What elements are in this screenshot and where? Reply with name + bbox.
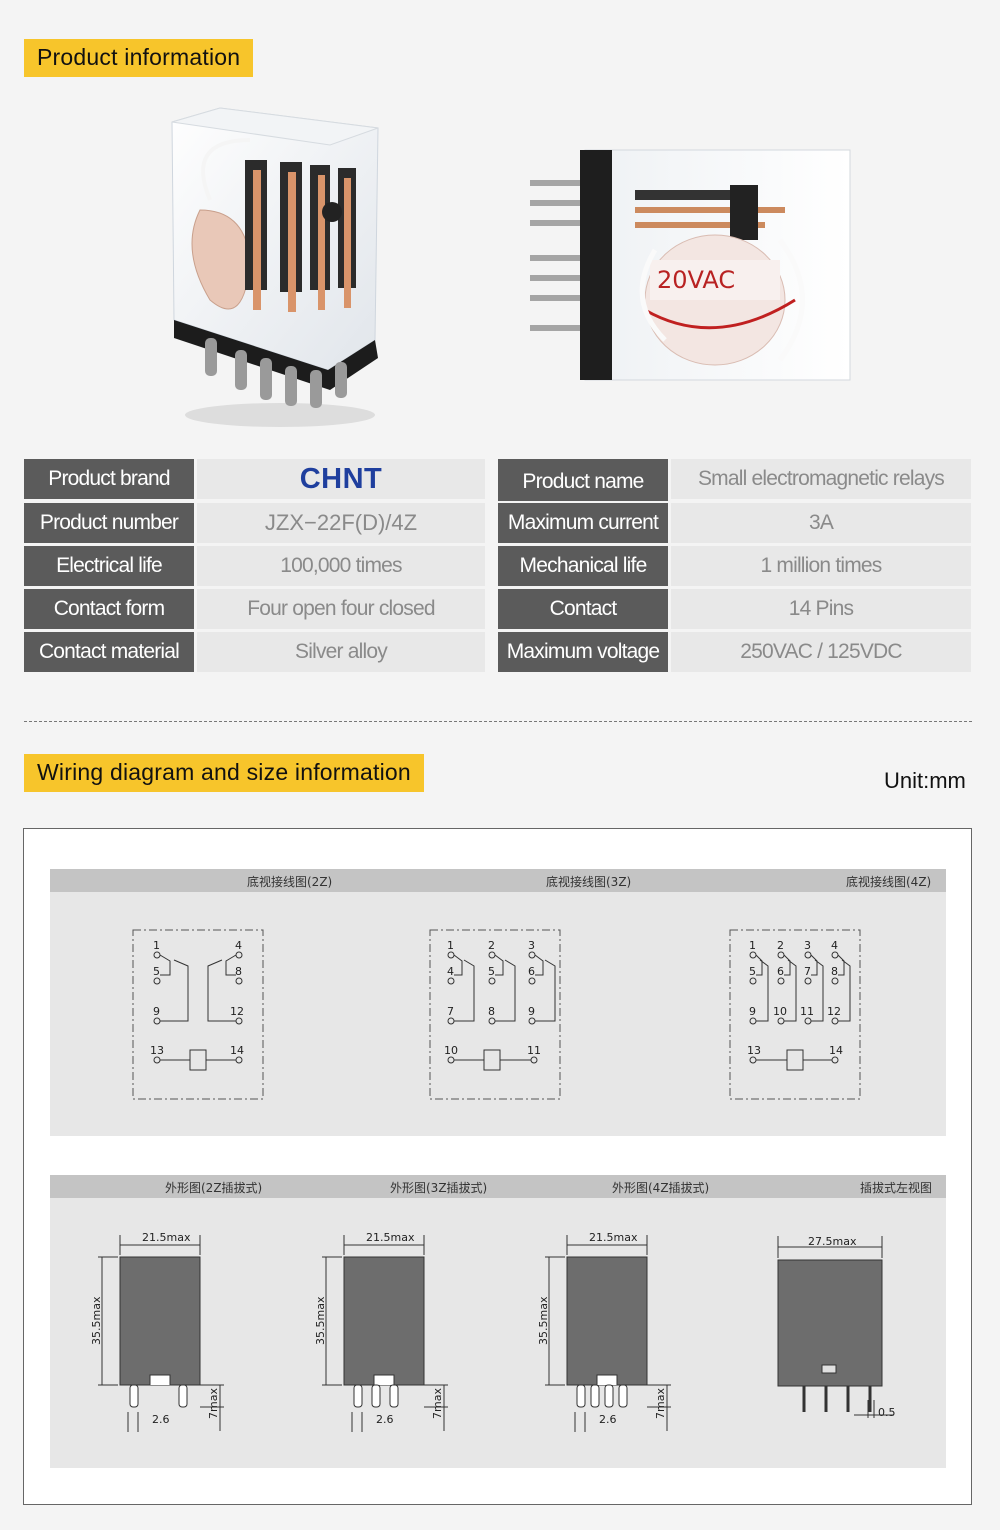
outline-panel: 外形图(2Z插拔式) 外形图(3Z插拔式) 外形图(4Z插拔式) 插拔式左视图 …	[50, 1175, 946, 1468]
svg-text:7max: 7max	[207, 1388, 220, 1419]
outline-drawing-3z: 21.5max 2.6 35.5max 7max	[314, 1231, 448, 1432]
svg-text:9: 9	[749, 1005, 756, 1018]
spec-value-contact: 14 Pins	[671, 589, 971, 629]
svg-text:4: 4	[235, 939, 242, 952]
spec-value-product-number: JZX−22F(D)/4Z	[197, 503, 485, 543]
svg-text:2: 2	[488, 939, 495, 952]
wiring-panel: 底视接线图(2Z) 底视接线图(3Z) 底视接线图(4Z) 1 4 5 8 9 …	[50, 869, 946, 1136]
wiring-diagram-3z: 1 2 3 4 5 6 7 8 9 10 11	[429, 929, 561, 1100]
section-title-wiring: Wiring diagram and size information	[24, 754, 424, 792]
outline-panel-header	[50, 1175, 946, 1198]
section-title-product-info: Product information	[24, 39, 254, 77]
svg-text:6: 6	[777, 965, 784, 978]
relay-side-photo: 20VAC	[530, 149, 851, 381]
svg-text:21.5max: 21.5max	[142, 1231, 191, 1244]
svg-text:0.5: 0.5	[878, 1406, 896, 1419]
svg-text:7: 7	[804, 965, 811, 978]
svg-text:35.5max: 35.5max	[537, 1296, 550, 1345]
outline-title-4z: 外形图(4Z插拔式)	[612, 1181, 710, 1195]
wiring-title-2z: 底视接线图(2Z)	[247, 875, 333, 889]
spec-label-maximum-voltage: Maximum voltage	[498, 632, 668, 672]
svg-text:1: 1	[447, 939, 454, 952]
spec-label-mechanical-life: Mechanical life	[498, 546, 668, 586]
svg-text:4: 4	[447, 965, 454, 978]
diagram-frame: 底视接线图(2Z) 底视接线图(3Z) 底视接线图(4Z) 1 4 5 8 9 …	[23, 828, 972, 1505]
svg-text:8: 8	[488, 1005, 495, 1018]
svg-text:12: 12	[827, 1005, 841, 1018]
svg-text:11: 11	[800, 1005, 814, 1018]
svg-text:14: 14	[829, 1044, 843, 1057]
spec-label-contact: Contact	[498, 589, 668, 629]
svg-text:7: 7	[447, 1005, 454, 1018]
spec-value-maximum-current: 3A	[671, 503, 971, 543]
svg-text:9: 9	[153, 1005, 160, 1018]
spec-label-product-number: Product number	[24, 503, 194, 543]
svg-text:35.5max: 35.5max	[90, 1296, 103, 1345]
svg-text:21.5max: 21.5max	[366, 1231, 415, 1244]
spec-label-contact-form: Contact form	[24, 589, 194, 629]
svg-text:13: 13	[150, 1044, 164, 1057]
svg-text:13: 13	[747, 1044, 761, 1057]
svg-text:27.5max: 27.5max	[808, 1235, 857, 1248]
spec-value-product-brand: CHNT	[197, 459, 485, 499]
wiring-title-3z: 底视接线图(3Z)	[546, 875, 632, 889]
svg-text:2.6: 2.6	[599, 1413, 617, 1426]
wiring-diagram-2z: 1 4 5 8 9 12 13 14	[132, 929, 264, 1100]
svg-text:1: 1	[153, 939, 160, 952]
svg-text:1: 1	[749, 939, 756, 952]
svg-text:11: 11	[527, 1044, 541, 1057]
outline-title-2z: 外形图(2Z插拔式)	[165, 1181, 263, 1195]
spec-label-contact-material: Contact material	[24, 632, 194, 672]
wiring-diagram-4z: 1 2 3 4 5 6 7 8 9 10 11 12 13 14	[729, 929, 861, 1100]
svg-text:14: 14	[230, 1044, 244, 1057]
svg-text:2.6: 2.6	[376, 1413, 394, 1426]
wiring-title-4z: 底视接线图(4Z)	[846, 875, 932, 889]
svg-text:9: 9	[528, 1005, 535, 1018]
section-divider	[24, 721, 972, 722]
wiring-panel-header	[50, 869, 946, 892]
svg-text:5: 5	[488, 965, 495, 978]
spec-value-contact-material: Silver alloy	[197, 632, 485, 672]
spec-value-contact-form: Four open four closed	[197, 589, 485, 629]
spec-value-mechanical-life: 1 million times	[671, 546, 971, 586]
svg-text:5: 5	[749, 965, 756, 978]
spec-value-maximum-voltage: 250VAC / 125VDC	[671, 632, 971, 672]
svg-text:5: 5	[153, 965, 160, 978]
unit-label: Unit:mm	[884, 768, 966, 793]
svg-text:35.5max: 35.5max	[314, 1296, 327, 1345]
spec-label-maximum-current: Maximum current	[498, 503, 668, 543]
relay-front-photo	[171, 107, 379, 427]
spec-value-electrical-life: 100,000 times	[197, 546, 485, 586]
svg-text:7max: 7max	[431, 1388, 444, 1419]
svg-text:4: 4	[831, 939, 838, 952]
spec-value-product-name: Small electromagnetic relays	[671, 459, 971, 499]
svg-text:21.5max: 21.5max	[589, 1231, 638, 1244]
svg-text:2.6: 2.6	[152, 1413, 170, 1426]
svg-text:2: 2	[777, 939, 784, 952]
svg-text:10: 10	[773, 1005, 787, 1018]
relay-voltage-label: 20VAC	[657, 266, 735, 294]
spec-label-electrical-life: Electrical life	[24, 546, 194, 586]
svg-text:3: 3	[528, 939, 535, 952]
spec-label-product-brand: Product brand	[24, 459, 194, 499]
outline-drawing-2z: 21.5max 2.6 35.5max 7max	[90, 1231, 224, 1432]
outline-title-3z: 外形图(3Z插拔式)	[390, 1181, 488, 1195]
spec-label-product-name: Product name	[498, 459, 668, 501]
svg-text:8: 8	[235, 965, 242, 978]
svg-text:6: 6	[528, 965, 535, 978]
outline-drawing-4z: 21.5max 2.6 35.5max 7max	[537, 1231, 671, 1432]
outline-title-side: 插拔式左视图	[860, 1181, 933, 1195]
svg-text:12: 12	[230, 1005, 244, 1018]
outline-drawing-side-view: 27.5max 0.5	[777, 1235, 896, 1419]
svg-text:8: 8	[831, 965, 838, 978]
svg-text:10: 10	[444, 1044, 458, 1057]
brand-logo: CHNT	[299, 462, 383, 495]
svg-text:3: 3	[804, 939, 811, 952]
svg-text:7max: 7max	[654, 1388, 667, 1419]
